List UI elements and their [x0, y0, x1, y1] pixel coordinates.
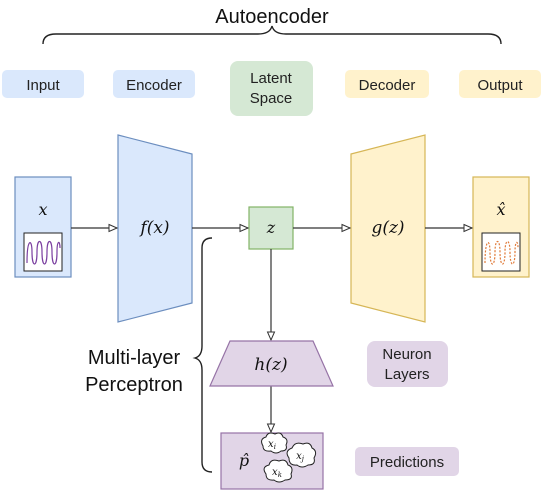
- cloud-xk-sub: k: [278, 471, 282, 479]
- legend-latent-line1: Latent: [250, 70, 293, 87]
- cloud-xi-sub: i: [274, 443, 276, 451]
- legend-latent-space: Latent Space: [230, 61, 313, 116]
- legend-decoder: Decoder: [345, 70, 429, 98]
- mlp-brace: [192, 237, 213, 473]
- output-signal-wave: [484, 240, 519, 265]
- cloud-xj-sub: j: [300, 455, 305, 463]
- diagram-title: Autoencoder: [215, 6, 329, 28]
- legend-neuron-line1: Neuron: [382, 346, 431, 363]
- legend-output: Output: [459, 70, 541, 98]
- legend-output-label: Output: [477, 77, 523, 94]
- legend-latent-line2: Space: [250, 90, 293, 107]
- mlp-node: h(z): [209, 340, 334, 387]
- svg-text:xk: xk: [272, 467, 282, 479]
- input-node: x: [14, 176, 72, 278]
- mlp-symbol: h(z): [254, 355, 287, 375]
- cloud-icon-xk: xk: [263, 459, 293, 483]
- svg-text:xj: xj: [296, 451, 305, 463]
- decoder-node: g(z): [350, 134, 426, 323]
- predictions-node: p̂ xi xj xk: [220, 432, 324, 490]
- cloud-xk-label: x: [272, 467, 278, 478]
- legend-input: Input: [2, 70, 84, 98]
- latent-symbol: z: [266, 218, 276, 237]
- legend-neuron-layers: Neuron Layers: [367, 341, 448, 387]
- decoder-symbol: g(z): [371, 218, 404, 238]
- input-signal-plot: [23, 232, 63, 272]
- legend-predictions: Predictions: [355, 447, 459, 476]
- legend-encoder: Encoder: [113, 70, 195, 98]
- legend-input-label: Input: [26, 77, 60, 94]
- cloud-icon-xi: xi: [261, 432, 288, 454]
- cloud-xi-label: x: [268, 439, 274, 450]
- latent-node: z: [248, 206, 294, 250]
- cloud-icon-xj: xj: [286, 442, 317, 468]
- mlp-label-line2: Perceptron: [85, 374, 183, 396]
- legend-encoder-label: Encoder: [126, 77, 182, 94]
- legend-decoder-label: Decoder: [359, 77, 416, 94]
- output-node: x̂: [472, 176, 530, 278]
- cloud-xj-label: x: [296, 451, 302, 462]
- autoencoder-brace: [42, 25, 502, 45]
- legend-neuron-line2: Layers: [384, 366, 429, 383]
- mlp-label-line1: Multi-layer: [88, 347, 181, 369]
- prediction-symbol: p̂: [239, 451, 249, 470]
- output-symbol: x̂: [496, 200, 505, 219]
- output-signal-plot: [481, 232, 521, 272]
- legend-predictions-label: Predictions: [370, 454, 444, 471]
- input-symbol: x: [38, 200, 47, 219]
- encoder-symbol: f(x): [138, 218, 169, 238]
- svg-text:xi: xi: [268, 439, 276, 451]
- encoder-node: f(x): [117, 134, 193, 323]
- input-signal-wave: [26, 240, 61, 265]
